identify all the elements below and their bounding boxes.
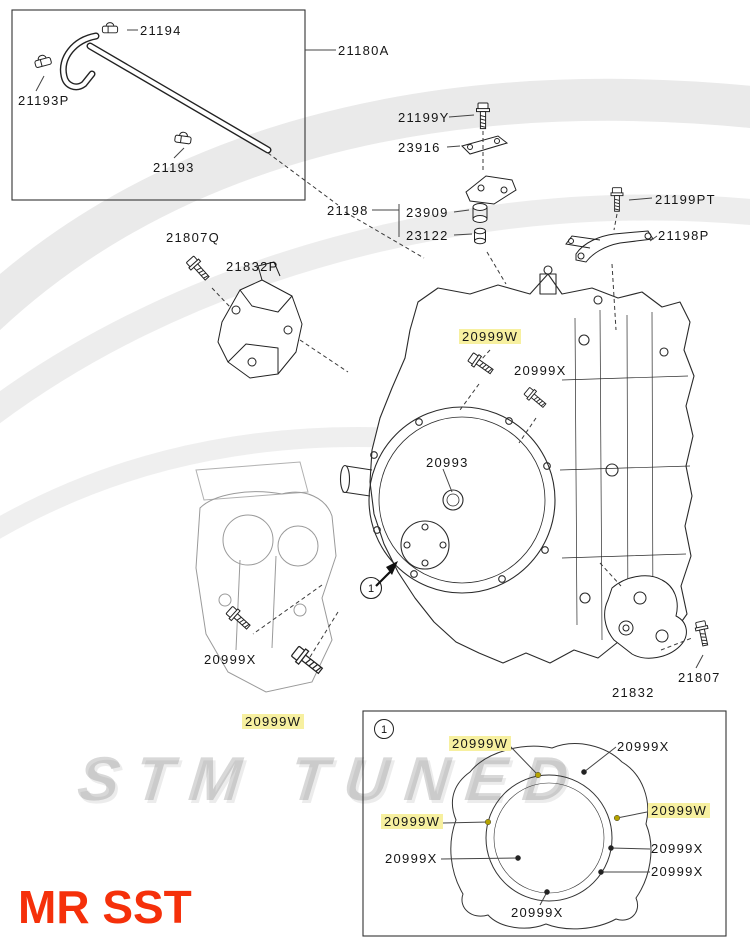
transmission-case [339,265,695,664]
inset-label-20999X-top: 20999X [617,739,670,754]
part-label-21807: 21807 [678,670,721,685]
view-marker: 1 [359,561,398,600]
part-label-21180A: 21180A [338,43,390,58]
clip-21193P-icon [33,52,53,69]
bracket-21832 [604,575,687,659]
inset-case-art [450,743,652,930]
view-marker-number: 1 [368,583,374,595]
inset-label-20999X-right1: 20999X [651,841,704,856]
inset-attachment-dots [484,769,621,895]
part-label-23909: 23909 [406,205,449,220]
bracket-21198P [565,230,654,263]
part-label-21198: 21198 [327,203,369,218]
clip-21194-icon [101,22,119,34]
bolt-20999X-bottom-icon [224,604,254,633]
part-label-20999X-top: 20999X [514,363,567,378]
inset-leader-lines [440,744,651,906]
part-label-23916: 23916 [398,140,441,155]
inset-label-20999X-right2: 20999X [651,864,704,879]
part-label-21193P: 21193P [18,93,70,108]
inset-label-20999X-left: 20999X [385,851,438,866]
stabilizer-rod-21180A [59,32,272,154]
bracket-23916 [461,135,509,155]
part-label-21832P: 21832P [226,259,279,274]
bolt-21807-icon [693,619,712,648]
brand-logo-text: MR SST [18,881,192,933]
part-label-21198P: 21198P [658,228,710,243]
inset-label-20999W-left: 20999W [381,814,444,829]
clip-21193-icon [174,130,193,145]
part-label-21832: 21832 [612,685,655,700]
bracket-21832P [217,261,303,379]
part-label-20999W-top: 20999W [459,329,522,344]
part-label-20999X-bottom: 20999X [204,652,257,667]
part-label-21807Q: 21807Q [166,230,221,245]
part-label-21199Y: 21199Y [398,110,450,125]
part-label-21199PT: 21199PT [655,192,716,207]
inset-label-20999W-top: 20999W [449,736,512,751]
inset-label-20999W-right: 20999W [648,803,711,818]
inset-marker-number: 1 [381,724,387,736]
bracket-21198 [465,175,517,205]
bolt-21807Q-icon [184,254,213,284]
part-label-20993: 20993 [426,455,469,470]
part-label-21193: 21193 [153,160,195,175]
background-swoosh [0,78,750,539]
part-label-23122: 23122 [406,228,449,243]
dashed-leader-lines [211,131,693,658]
damper-23909 [472,203,488,223]
inset-detail-box: 1 [362,710,727,937]
part-label-21194: 21194 [140,23,182,38]
part-label-20999W-bottom: 20999W [242,714,305,729]
label-leader-lines [35,29,704,669]
rod-parts-box [11,9,306,201]
inset-label-20999X-bottom: 20999X [511,905,564,920]
spacer-23122 [474,227,486,245]
bolt-20999W-bottom-icon [289,644,326,678]
